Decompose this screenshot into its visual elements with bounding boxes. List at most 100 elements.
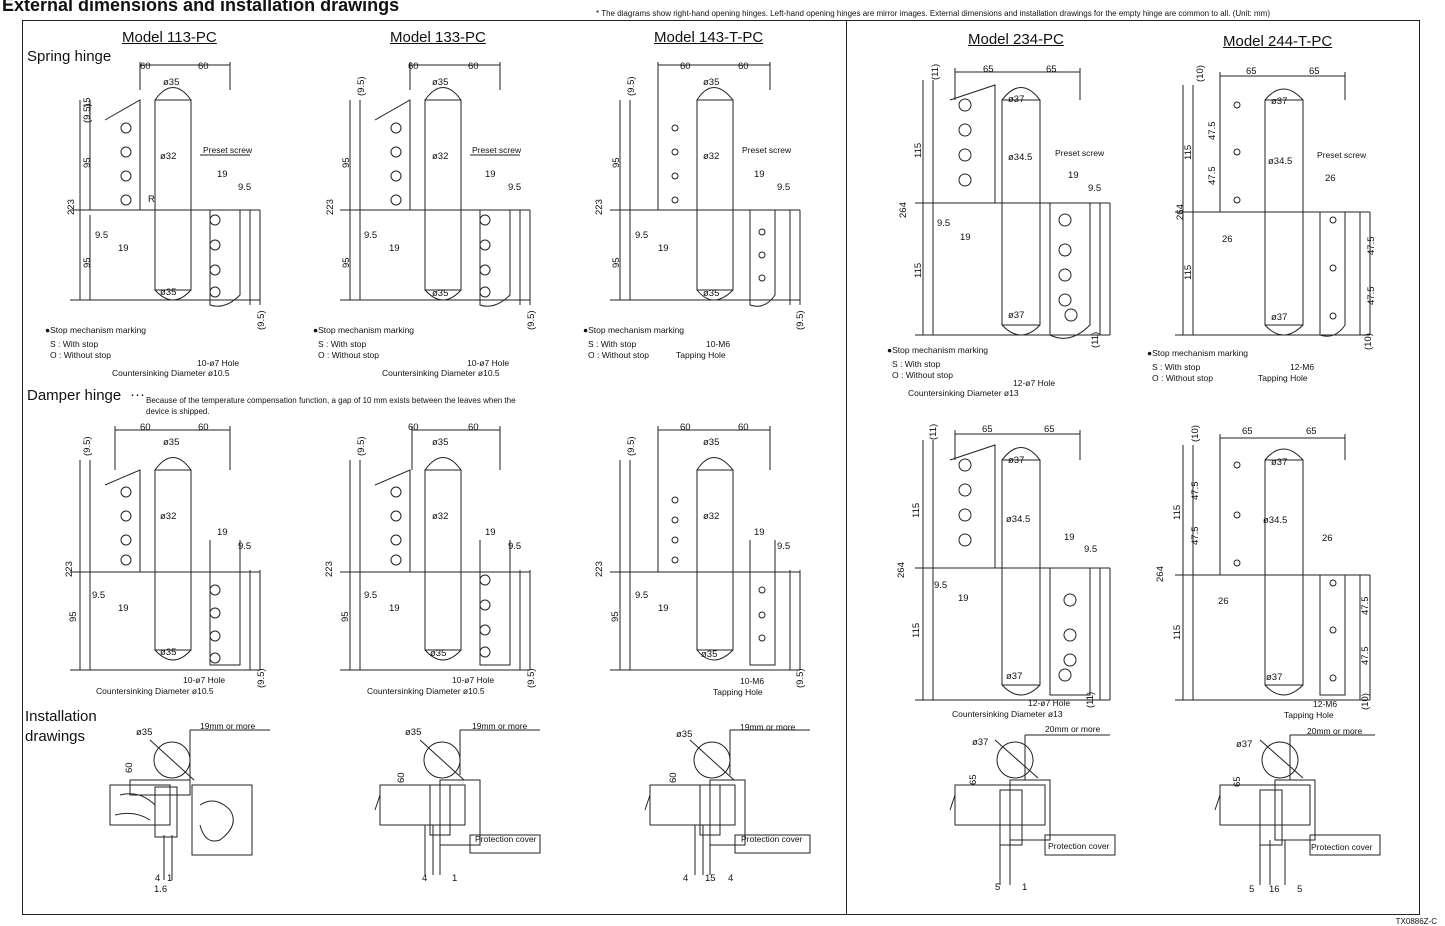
preset-screw-label: Preset screw [472,145,522,155]
damper-133-drawing [340,426,531,671]
dim-60: 60 [468,422,479,433]
dim-paren-11: (11) [1090,331,1101,348]
model-244-heading: Model 244-T-PC [1223,33,1333,50]
dim-65: 65 [983,64,994,75]
dim-d34-5: ø34.5 [1006,514,1031,525]
dim-223: 223 [64,561,75,577]
spring-113-drawing [70,62,261,307]
dim-65: 65 [1044,424,1055,435]
without-stop-label: O : Without stop [892,370,953,380]
dim-19: 19 [1068,170,1079,181]
damper-note: Because of the temperature compensation … [146,396,516,416]
dim-d37: ø37 [1008,310,1025,321]
dim-d32: ø32 [160,151,177,162]
dim-d35: ø35 [676,729,693,740]
model-113-heading: Model 113-PC [122,29,217,46]
dim-d32: ø32 [703,511,720,522]
dim-65: 65 [968,774,979,785]
dim-115: 115 [913,262,924,278]
dim-d35: ø35 [136,727,153,738]
damper-113-drawing [70,426,261,671]
protection-cover-label: Protection cover [1048,841,1110,851]
m6-hole-label: 12-M6 [1290,362,1315,372]
gap-20mm-label: 20mm or more [1307,726,1363,736]
dim-60: 60 [408,61,419,72]
m6-hole-label: 10-M6 [740,676,765,686]
countersink-label: Countersinking Diameter ø13 [952,709,1063,719]
spring-244-drawing [1175,72,1371,337]
dim-d35: ø35 [163,77,180,88]
dim-d35: ø35 [163,437,180,448]
dim-1: 1 [167,873,173,884]
hole-label: 10-ø7 Hole [197,358,240,368]
dim-paren-9-5: (9.5) [82,103,93,123]
dim-264: 264 [896,562,907,578]
dim-d35: ø35 [160,287,177,298]
dim-d37: ø37 [1236,739,1253,750]
dim-d35: ø35 [432,77,449,88]
dim-1: 1 [452,873,458,884]
dim-115: 115 [1183,144,1194,160]
gap-19mm-label: 19mm or more [472,721,528,731]
dim-47-5: 47.5 [1366,236,1377,256]
dim-47-5: 47.5 [1190,526,1201,546]
dim-60: 60 [198,61,209,72]
damper-244-drawing [1175,434,1371,701]
page-title: External dimensions and installation dra… [2,0,400,15]
dim-65: 65 [1046,64,1057,75]
dim-paren-9-5: (9.5) [356,436,367,456]
preset-screw-label: Preset screw [203,145,253,155]
dim-65: 65 [1309,66,1320,77]
dim-4: 4 [683,873,689,884]
dim-115: 115 [1172,504,1183,520]
dim-19: 19 [217,169,228,180]
hole-label: 12-ø7 Hole [1013,378,1056,388]
install-143-drawing [644,729,811,875]
dim-60: 60 [468,61,479,72]
dim-95: 95 [68,611,79,622]
dim-65: 65 [1242,426,1253,437]
with-stop-label: S : With stop [1152,362,1201,372]
dim-223: 223 [325,199,336,215]
damper-143-drawing [610,426,801,671]
dim-223: 223 [594,199,605,215]
stop-marking-label: ●Stop mechanism marking [313,325,415,335]
dim-60: 60 [140,61,151,72]
dim-paren-9-5: (9.5) [356,76,367,96]
install-133-drawing [374,729,541,875]
stop-marking-label: ●Stop mechanism marking [45,325,147,335]
protection-cover-label: Protection cover [1311,842,1373,852]
dim-d35: ø35 [703,437,720,448]
with-stop-label: S : With stop [50,339,99,349]
without-stop-label: O : Without stop [50,350,111,360]
unit-note: * The diagrams show right-hand opening h… [596,9,1270,18]
dim-264: 264 [1175,204,1186,220]
dim-60: 60 [124,762,135,773]
dim-4: 4 [155,873,161,884]
dim-5: 5 [1297,884,1303,895]
dim-9-5: 9.5 [508,541,522,552]
dim-paren-11: (11) [928,423,939,440]
dim-d37: ø37 [972,737,989,748]
dim-5: 5 [1249,884,1255,895]
dim-26: 26 [1218,596,1229,607]
damper-hinge-label: Damper hinge [27,387,122,404]
dim-d37: ø37 [1271,457,1288,468]
dim-223: 223 [594,561,605,577]
gap-20mm-label: 20mm or more [1045,724,1101,734]
install-244-drawing [1214,734,1381,885]
dim-d37: ø37 [1008,94,1025,105]
dim-9-5: 9.5 [238,541,252,552]
m6-hole-label: 10-M6 [706,339,731,349]
install-234-drawing [949,734,1116,885]
preset-screw-label: Preset screw [742,145,792,155]
dim-26: 26 [1322,533,1333,544]
dim-47-5: 47.5 [1366,286,1377,306]
dim-16: 16 [1269,884,1280,895]
dim-paren-9-5: (9.5) [526,310,537,330]
dim-d32: ø32 [432,151,449,162]
tapping-hole-label: Tapping Hole [676,350,726,360]
model-143-heading: Model 143-T-PC [654,29,764,46]
dim-47-5: 47.5 [1360,596,1371,616]
dim-d35: ø35 [160,647,177,658]
